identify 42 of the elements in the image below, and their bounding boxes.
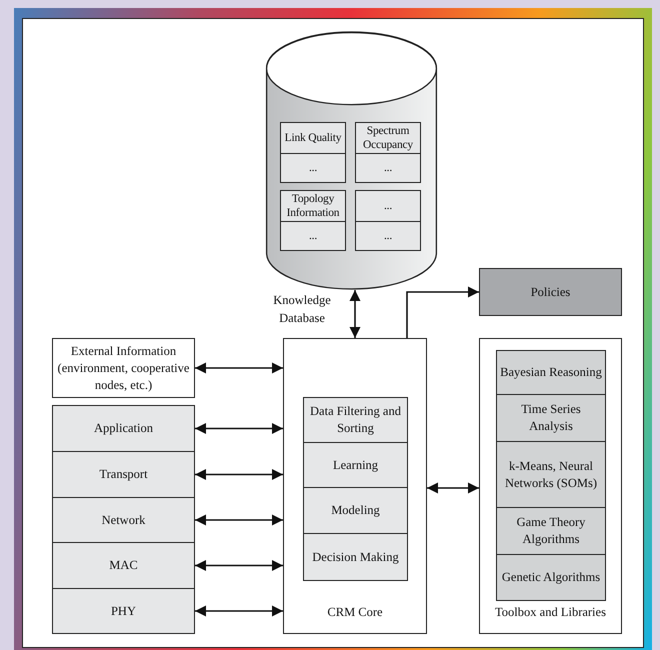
algorithm-row: Genetic Algorithms [496, 554, 606, 601]
arrow [195, 469, 283, 480]
algorithm-row: Game Theory Algorithms [496, 507, 606, 555]
policy-box: Policies [479, 268, 622, 316]
field-value: ... [308, 228, 318, 244]
module-row: Learning [303, 442, 408, 488]
core-box [283, 338, 427, 634]
arrow [195, 514, 283, 526]
table-card [280, 190, 346, 251]
toolbox-box [479, 338, 622, 634]
arrow [195, 560, 283, 571]
layer-row: MAC [52, 542, 195, 589]
layer-row: Application [52, 405, 195, 452]
table-card [280, 122, 346, 183]
module-row: Data Filtering and Sorting [303, 397, 408, 443]
layer-row: Network [52, 497, 195, 543]
container-label: Toolbox and Libraries [494, 604, 607, 621]
field-value: ... [382, 228, 394, 244]
arrow [427, 482, 479, 494]
field-value: ... [382, 160, 394, 176]
algorithm-row: Bayesian Reasoning [496, 350, 606, 395]
arrow [195, 423, 283, 434]
module-row: Modeling [303, 487, 408, 534]
arrow [406, 286, 479, 338]
field-header: Topology Information [281, 191, 345, 222]
caption-text: Knowledge Database [272, 292, 332, 327]
field-header: Link Quality [281, 123, 345, 154]
arrow [195, 606, 283, 616]
arrow [350, 290, 360, 338]
container-label: CRM Core [326, 604, 384, 621]
field-header: ... [356, 191, 420, 222]
algorithm-row: k-Means, Neural Networks (SOMs) [496, 441, 606, 508]
arrow [195, 362, 283, 374]
algorithm-row: Time Series Analysis [496, 394, 606, 442]
table-card [355, 190, 421, 251]
layer-row: Transport [52, 451, 195, 498]
layer-row: PHY [52, 588, 195, 634]
field-value: ... [308, 160, 318, 176]
module-row: Decision Making [303, 533, 408, 581]
info-box: External Information (environment, cooperative nodes, etc.) [52, 338, 195, 398]
table-card [355, 122, 421, 183]
field-header: Spectrum Occupancy [356, 123, 420, 154]
